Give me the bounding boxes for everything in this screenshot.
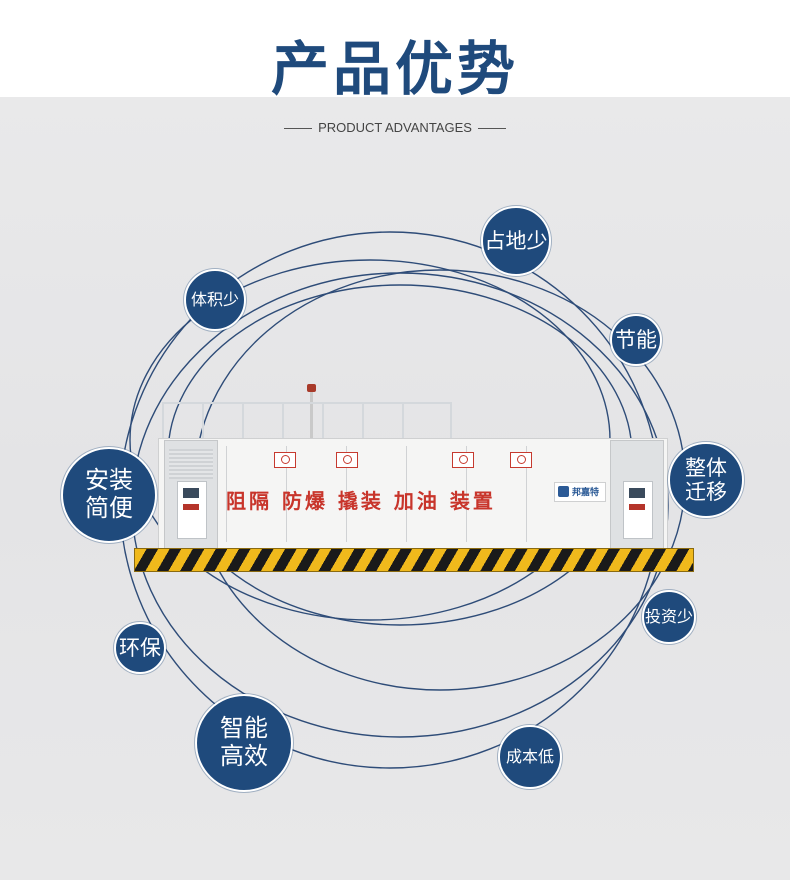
hazard-stripe-base — [134, 548, 694, 572]
warning-sign-icon — [452, 452, 474, 468]
roof-railing — [162, 402, 452, 440]
feature-bubble-investment: 投资少 — [642, 590, 696, 644]
feature-bubble-volume: 体积少 — [184, 269, 246, 331]
station-slogan: 阻隔 防爆 撬装 加油 装置 — [226, 489, 496, 513]
feature-bubble-cost: 成本低 — [498, 725, 562, 789]
warning-sign-icon — [336, 452, 358, 468]
page-title: 产品优势 — [270, 35, 519, 103]
feature-bubble-relocation: 整体 迁移 — [668, 442, 744, 518]
feature-bubble-installation: 安装 简便 — [61, 447, 157, 543]
header: 产品优势 — [0, 0, 790, 103]
subtitle: PRODUCT ADVANTAGES — [0, 120, 790, 135]
warning-sign-icon — [510, 452, 532, 468]
fuel-station-illustration: 阻隔 防爆 撬装 加油 装置 邦嘉特 — [134, 384, 694, 575]
warning-sign-icon — [274, 452, 296, 468]
signal-mast — [307, 384, 316, 438]
feature-bubble-smart: 智能 高效 — [195, 694, 293, 792]
fuel-dispenser-icon — [177, 481, 207, 539]
feature-bubble-eco: 环保 — [114, 622, 166, 674]
brand-logo-icon — [558, 486, 569, 497]
feature-bubble-energy: 节能 — [610, 314, 662, 366]
brand-logo: 邦嘉特 — [554, 482, 606, 502]
subtitle-left-rule — [284, 128, 313, 130]
roller-shutter — [169, 449, 213, 479]
fuel-dispenser-icon — [623, 481, 653, 539]
pump-bay-right — [610, 440, 664, 550]
subtitle-right-rule — [477, 128, 506, 130]
pump-bay-left — [164, 440, 218, 550]
subtitle-text: PRODUCT ADVANTAGES — [318, 120, 472, 135]
feature-bubble-footprint: 占地少 — [481, 206, 551, 276]
